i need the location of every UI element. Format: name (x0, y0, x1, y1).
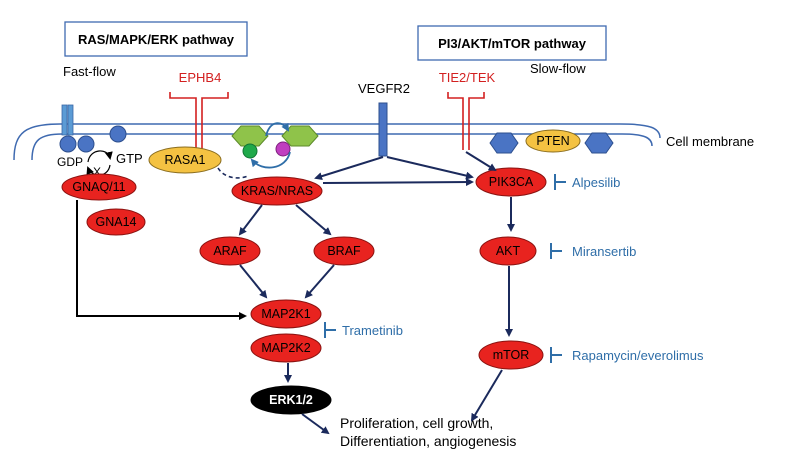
gpcr-receptor (59, 104, 127, 153)
pathway-arrows (76, 151, 515, 435)
arrow-kras-braf (295, 204, 332, 236)
miransertib-label: Miransertib (572, 244, 636, 259)
kras-nras-label: KRAS/NRAS (241, 184, 313, 198)
akt-node: AKT (479, 236, 537, 266)
fast-flow-label: Fast-flow (63, 64, 116, 79)
gnaq-label: GNAQ/11 (72, 180, 125, 194)
inhibitor-alpesilib: Alpesilib (554, 174, 620, 190)
erk-node: ERK1/2 (250, 385, 332, 415)
arrow-braf-map2k1 (304, 264, 335, 299)
rasa1-node: RASA1 (148, 146, 222, 174)
tie2-receptor: TIE2/TEK (439, 70, 496, 150)
outcome-line-2: Differentiation, angiogenesis (340, 433, 516, 449)
alpesilib-label: Alpesilib (572, 175, 620, 190)
ephb4-label: EPHB4 (179, 70, 222, 85)
mtor-node: mTOR (478, 340, 544, 370)
arrow-tie2-pik3ca (465, 151, 497, 172)
ras-gdp-exchange-group (217, 122, 319, 179)
ras-pathway-title: RAS/MAPK/ERK pathway (78, 32, 235, 47)
arrow-gnaq-map2k1 (76, 200, 247, 320)
gdp-label: GDP (57, 155, 83, 169)
slow-flow-label: Slow-flow (530, 61, 586, 76)
inhibitor-miransertib: Miransertib (550, 243, 636, 259)
inhibitor-trametinib: Trametinib (324, 322, 403, 338)
inhibitor-rapamycin: Rapamycin/everolimus (550, 347, 704, 363)
pi3-pathway-title-box: PI3/AKT/mTOR pathway (417, 25, 607, 61)
araf-label: ARAF (213, 244, 247, 258)
map2k1-node: MAP2K1 (250, 299, 322, 329)
ras-pathway-title-box: RAS/MAPK/ERK pathway (64, 21, 248, 57)
cell-membrane: Cell membrane (13, 123, 754, 161)
arrow-erk-outcome (301, 413, 330, 435)
braf-label: BRAF (327, 244, 361, 258)
kras-nras-node: KRAS/NRAS (231, 176, 323, 206)
gna14-node: GNA14 (86, 208, 146, 236)
rasa1-label: RASA1 (165, 153, 206, 167)
vegfr2-receptor: VEGFR2 (358, 81, 410, 157)
arrow-kras-pik3ca (322, 178, 474, 187)
outcome-line-1: Proliferation, cell growth, (340, 415, 493, 431)
arrow-vegfr2-kras (314, 156, 384, 181)
map2k2-label: MAP2K2 (261, 341, 310, 355)
pten-label: PTEN (536, 134, 569, 148)
arrow-vegfr2-pik3ca (386, 156, 474, 180)
map2k2-node: MAP2K2 (250, 333, 322, 363)
tie2-label: TIE2/TEK (439, 70, 496, 85)
vegfr2-label: VEGFR2 (358, 81, 410, 96)
pik3ca-label: PIK3CA (489, 175, 534, 189)
gnaq-node: GNAQ/11 (61, 173, 137, 201)
cell-membrane-label: Cell membrane (666, 134, 754, 149)
erk-label: ERK1/2 (269, 393, 313, 407)
akt-label: AKT (496, 244, 521, 258)
gna14-label: GNA14 (96, 215, 137, 229)
mtor-label: mTOR (493, 348, 530, 362)
gtp-label: GTP (116, 151, 143, 166)
pten-region: PTEN (489, 129, 614, 154)
arrow-kras-araf (238, 204, 263, 236)
blocked-x-mark: X (93, 165, 101, 179)
arrow-mtor-outcome (470, 369, 503, 422)
rapamycin-label: Rapamycin/everolimus (572, 348, 704, 363)
pik3ca-node: PIK3CA (475, 167, 547, 197)
araf-node: ARAF (199, 236, 261, 266)
map2k1-label: MAP2K1 (261, 307, 310, 321)
pi3-pathway-title: PI3/AKT/mTOR pathway (438, 36, 587, 51)
ephb4-receptor: EPHB4 (169, 70, 229, 150)
braf-node: BRAF (313, 236, 375, 266)
outcome-text: Proliferation, cell growth, Differentiat… (340, 415, 516, 449)
trametinib-label: Trametinib (342, 323, 403, 338)
arrow-araf-map2k1 (239, 264, 268, 299)
